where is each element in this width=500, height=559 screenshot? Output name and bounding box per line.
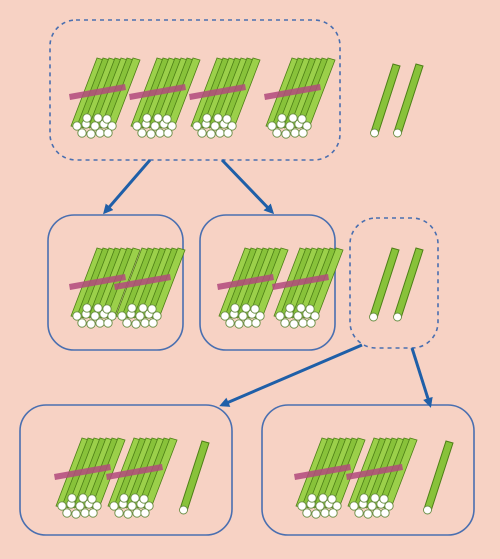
loose-middle-stick-2 [393, 247, 424, 322]
loose-middle-box [349, 217, 439, 349]
start-bundle-1 [69, 57, 141, 139]
final-right-bundle-2 [346, 437, 418, 519]
arrow-loose-middle-to-final-right [410, 347, 433, 408]
start-bundle-2 [129, 57, 201, 139]
split-right-bundle-2 [272, 247, 344, 329]
arrow-loose-middle-to-final-left [219, 343, 363, 407]
split-right-bundle-1 [217, 247, 289, 329]
start-bundle-4 [264, 57, 336, 139]
split-left-box [47, 214, 184, 351]
final-right-stick-1 [423, 440, 454, 515]
split-left-bundle-2 [114, 247, 186, 329]
start-bundle-3 [189, 57, 261, 139]
loose-middle-stick-1 [369, 247, 400, 322]
arrow-start-to-split-left [103, 159, 152, 215]
loose-start-stick-1 [370, 63, 401, 138]
final-left-stick-1 [179, 440, 210, 515]
final-left-bundle-2 [106, 437, 178, 519]
final-left-bundle-1 [54, 437, 126, 519]
split-right-box [199, 214, 336, 351]
loose-start-stick-2 [393, 63, 424, 138]
arrow-start-to-split-right [220, 158, 275, 215]
final-left-box [19, 404, 233, 536]
start-box [49, 19, 341, 161]
final-right-bundle-1 [294, 437, 366, 519]
final-right-box [261, 404, 475, 536]
